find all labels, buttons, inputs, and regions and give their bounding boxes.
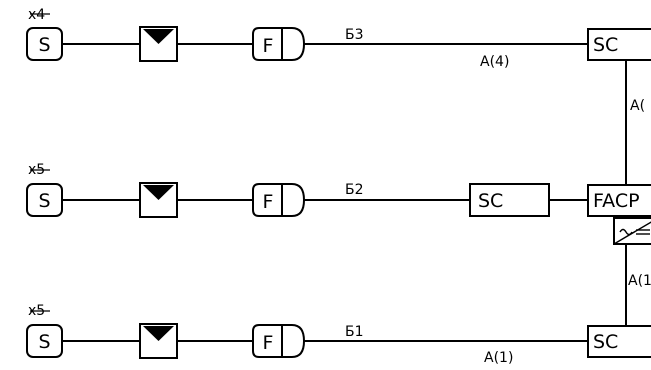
row-2-controller-label: SC [478, 190, 503, 212]
row-2-output-arc [282, 183, 306, 217]
row-2-device-triangle-icon [143, 185, 174, 200]
row-1-unit-label: F [263, 35, 274, 57]
row-1-controller-label: SC [593, 34, 618, 56]
lower-link-label: A(1 [628, 273, 651, 289]
row-3-output-arc [282, 324, 306, 358]
row-1-output-arc [282, 27, 306, 61]
row-3-line-label: Б1 [345, 324, 364, 340]
power-converter-icon [613, 217, 651, 245]
row-3-sensor-label: S [38, 331, 50, 353]
row-1: x4 S F Б3 A(4) SC [26, 7, 651, 70]
row-1-channel-label: A(4) [480, 54, 509, 70]
fire-alarm-panel: FACP [587, 184, 651, 245]
row-2: x5 S F Б2 SC [26, 162, 588, 218]
row-2-sensor-label: S [38, 190, 50, 212]
row-3-channel-label: A(1) [484, 350, 513, 366]
panel-label: FACP [593, 190, 640, 212]
row-1-device-triangle-icon [143, 29, 174, 44]
row-2-controller-box [469, 183, 550, 217]
panel-box [587, 184, 651, 217]
row-3-controller-label: SC [593, 331, 618, 353]
row-2-line-label: Б2 [345, 182, 364, 198]
upper-link-label: A( [630, 98, 645, 114]
row-1-multiplier: x4 [28, 7, 45, 23]
row-3-device-triangle-icon [143, 326, 174, 341]
row-3-unit-label: F [263, 332, 274, 354]
row-1-sensor-label: S [38, 34, 50, 56]
row-3-controller-box [587, 325, 651, 358]
row-3: x5 S F Б1 A(1) SC [26, 303, 651, 366]
row-2-unit-label: F [263, 191, 274, 213]
row-1-controller-box [587, 28, 651, 61]
row-1-line-label: Б3 [345, 27, 364, 43]
